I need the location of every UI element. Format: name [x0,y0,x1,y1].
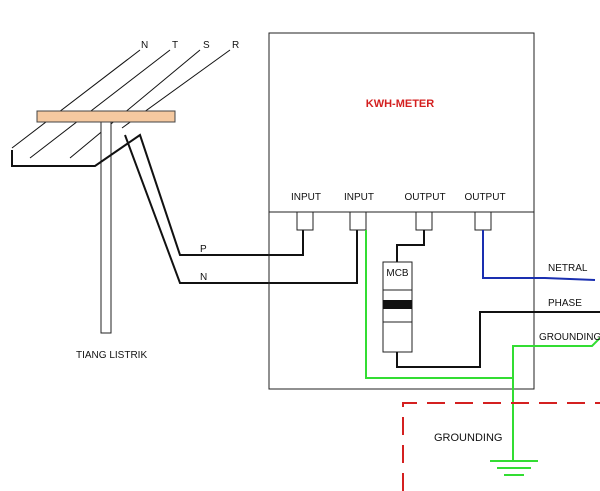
service-label-p: P [200,244,207,255]
mcb-feed-wire [396,230,425,262]
phase-label-r: R [232,40,239,51]
phase-label-n: N [141,40,148,51]
ground-wire-output [512,337,600,460]
service-drop-phase [11,133,304,256]
grounding-zone-label: GROUNDING [434,432,502,444]
phase-output-wire [396,311,600,368]
terminal-output-2 [474,211,492,231]
neutral-output-wire [482,230,596,281]
overhead-lines [11,49,231,159]
grounding-zone-boundary [402,402,600,491]
pole-caption: TIANG LISTRIK [76,350,147,361]
terminal-input-1 [296,211,314,231]
wire-label-phase: PHASE [548,298,582,309]
terminal-label-input-1: INPUT [291,192,321,203]
wire-label-grounding: GROUNDING [539,332,600,343]
terminal-output-1 [415,211,433,231]
ground-wire-meter [365,230,513,379]
overhead-line-s [69,49,201,159]
terminals [296,211,492,231]
service-drop-neutral [124,134,358,284]
overhead-line-t [29,49,171,159]
mcb-label: MCB [386,268,409,279]
wire-label-netral: NETRAL [548,263,588,274]
mcb-switch-bar [383,300,412,309]
terminal-label-output-1: OUTPUT [404,192,445,203]
utility-pole [100,114,112,334]
terminal-label-output-2: OUTPUT [464,192,505,203]
kwh-meter-title: KWH-METER [366,98,434,110]
ground-symbol [490,460,538,476]
phase-label-s: S [203,40,210,51]
phase-label-t: T [172,40,178,51]
kwh-meter-box [268,32,535,390]
terminal-input-2 [349,211,367,231]
cross-arm [36,110,176,123]
terminal-label-input-2: INPUT [344,192,374,203]
service-label-n: N [200,272,207,283]
phase-labels: N T S R [141,40,239,51]
terminal-labels: INPUT INPUT OUTPUT OUTPUT [291,192,506,203]
overhead-line-n [11,49,141,149]
